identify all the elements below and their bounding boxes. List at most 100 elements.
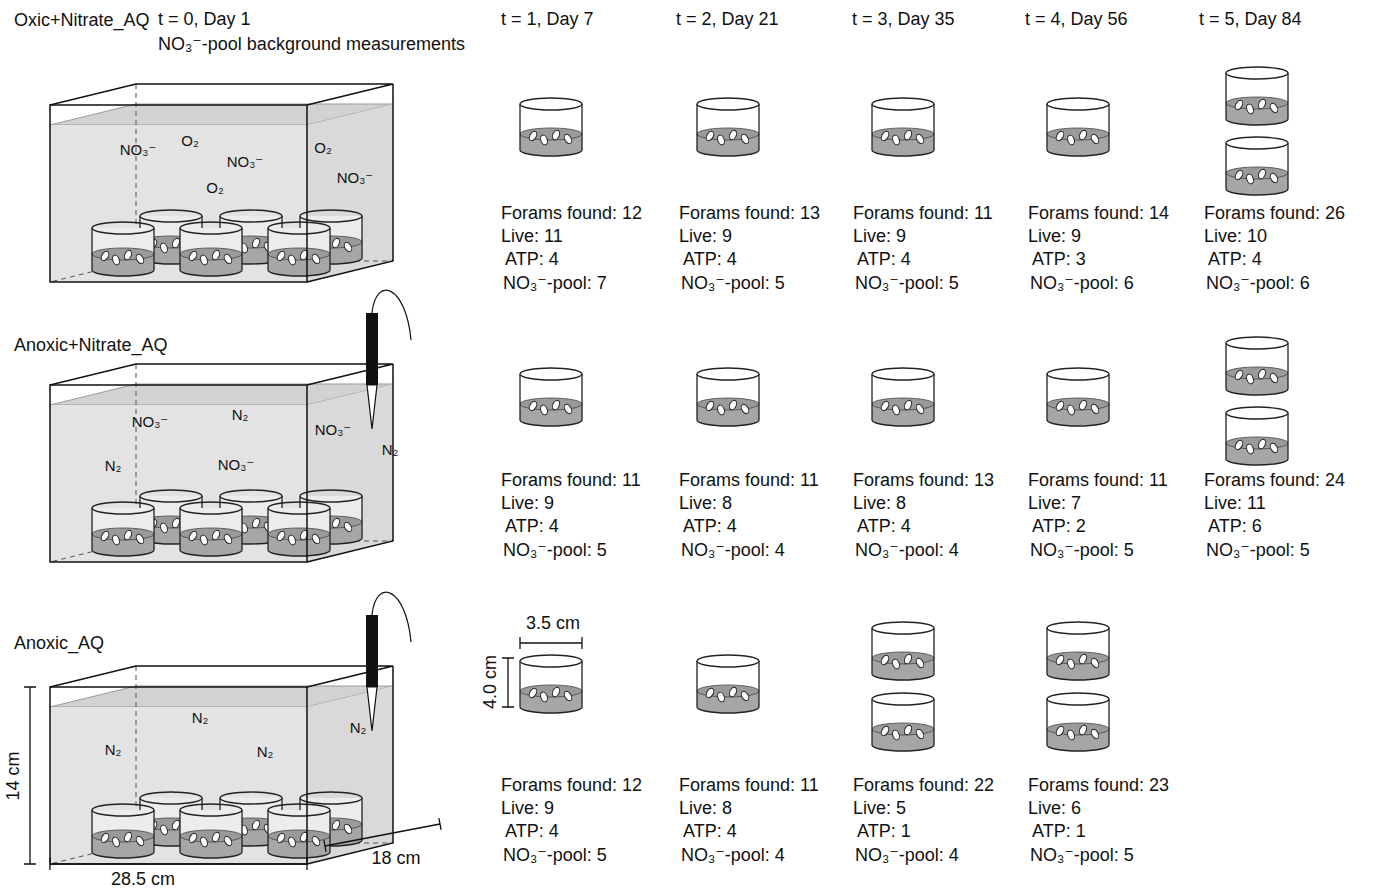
dimension-bars: [24, 637, 582, 870]
count-value: NO₃⁻-pool: 5: [503, 540, 607, 561]
count-value: ATP: 4: [505, 516, 559, 537]
core-beaker: [872, 622, 934, 680]
dissolved-species: N₂: [105, 457, 122, 474]
oxygen-probe: [366, 592, 411, 731]
time-point: t = 5, Day 84: [1199, 9, 1302, 30]
time-point: t = 4, Day 56: [1025, 9, 1128, 30]
dissolved-species: N₂: [382, 441, 399, 458]
count-value: ATP: 3: [1032, 249, 1086, 270]
dissolved-species: N₂: [192, 709, 209, 726]
dimension: 28.5 cm: [111, 869, 175, 888]
count-value: Live: 8: [679, 798, 732, 819]
count-value: Forams found: 12: [501, 775, 642, 796]
core-beaker: [520, 655, 582, 713]
dimension: 3.5 cm: [526, 613, 580, 634]
treatment-name: Anoxic+Nitrate_AQ: [14, 335, 168, 356]
count-value: Live: 9: [501, 493, 554, 514]
count-value: ATP: 4: [1208, 249, 1262, 270]
core-beaker: [872, 368, 934, 426]
count-value: Live: 9: [1028, 226, 1081, 247]
count-value: NO₃⁻-pool: 5: [503, 845, 607, 866]
count-value: NO₃⁻-pool: 6: [1030, 273, 1134, 294]
treatment-name: Anoxic_AQ: [14, 633, 104, 654]
core-beaker: [520, 368, 582, 426]
core-beaker: [1047, 368, 1109, 426]
count-value: ATP: 4: [857, 516, 911, 537]
count-value: Live: 7: [1028, 493, 1081, 514]
count-value: NO₃⁻-pool: 5: [681, 273, 785, 294]
dissolved-species: N₂: [257, 743, 274, 760]
count-value: Forams found: 11: [679, 470, 819, 491]
count-value: ATP: 1: [857, 821, 911, 842]
count-value: ATP: 4: [857, 249, 911, 270]
dimension: 4.0 cm: [480, 655, 501, 709]
dissolved-species: NO₃⁻: [337, 169, 374, 186]
core-beaker: [872, 98, 934, 156]
count-value: Forams found: 11: [501, 470, 641, 491]
aquarium-tank: [50, 84, 393, 282]
count-value: Live: 10: [1204, 226, 1267, 247]
time-point: t = 1, Day 7: [501, 9, 594, 30]
count-value: Forams found: 22: [853, 775, 994, 796]
aquarium-treatment: Anoxic+Nitrate_AQ NO₃⁻ N₂ NO₃⁻ N₂ NO₃⁻ N₂: [0, 330, 430, 620]
time-point: t = 3, Day 35: [852, 9, 955, 30]
count-value: Live: 11: [501, 226, 563, 247]
count-value: Forams found: 12: [501, 203, 642, 224]
count-value: Forams found: 14: [1028, 203, 1169, 224]
core-beaker: [1226, 67, 1288, 125]
dissolved-species: NO₃⁻: [218, 456, 255, 473]
count-value: Live: 8: [853, 493, 906, 514]
core-beaker: [872, 693, 934, 751]
core-beaker: [697, 368, 759, 426]
core-beaker: [180, 804, 242, 858]
count-value: Forams found: 11: [679, 775, 819, 796]
count-value: ATP: 4: [505, 821, 559, 842]
count-value: NO₃⁻-pool: 4: [681, 540, 785, 561]
dissolved-species: NO₃⁻: [132, 413, 169, 430]
count-value: NO₃⁻-pool: 4: [855, 540, 959, 561]
time-point: t = 2, Day 21: [676, 9, 779, 30]
dimension: 18 cm: [371, 848, 420, 869]
count-value: Forams found: 24: [1204, 470, 1345, 491]
count-value: ATP: 4: [683, 516, 737, 537]
core-beaker: [1226, 137, 1288, 195]
core-beaker: [92, 222, 154, 276]
core-beaker: [697, 98, 759, 156]
aquarium-treatment: Anoxic_AQN₂N₂N₂N₂: [0, 628, 430, 878]
dissolved-species: NO₃⁻: [227, 153, 264, 170]
core-beaker: [520, 98, 582, 156]
aquarium-tank: [50, 592, 411, 864]
dissolved-species: NO₃⁻: [315, 421, 352, 438]
treatment-name: Oxic+Nitrate_AQ: [14, 10, 150, 31]
dimension: 14 cm: [3, 751, 24, 800]
count-value: NO₃⁻-pool: 4: [855, 845, 959, 866]
time-point: t = 0, Day 1: [158, 9, 251, 30]
core-beaker: [1226, 337, 1288, 395]
core-beaker: [180, 502, 242, 556]
count-value: NO₃⁻-pool: 5: [1206, 540, 1310, 561]
oxygen-probe: [366, 290, 411, 429]
core-beaker: [180, 222, 242, 276]
count-value: Live: 9: [679, 226, 732, 247]
count-value: ATP: 2: [1032, 516, 1086, 537]
count-value: NO₃⁻-pool: 5: [855, 273, 959, 294]
dissolved-species: O₂: [181, 132, 199, 149]
count-value: Live: 9: [501, 798, 554, 819]
count-value: ATP: 1: [1032, 821, 1086, 842]
note: NO₃⁻-pool background measurements: [158, 34, 465, 55]
count-value: Forams found: 13: [853, 470, 994, 491]
core-beaker: [268, 804, 330, 858]
count-value: Forams found: 23: [1028, 775, 1169, 796]
dissolved-species: N₂: [350, 719, 367, 736]
core-beaker: [92, 502, 154, 556]
count-value: NO₃⁻-pool: 5: [1030, 540, 1134, 561]
count-value: NO₃⁻-pool: 7: [503, 273, 607, 294]
count-value: Live: 8: [679, 493, 732, 514]
dissolved-species: N₂: [232, 406, 249, 423]
count-value: Forams found: 11: [853, 203, 993, 224]
count-value: NO₃⁻-pool: 5: [1030, 845, 1134, 866]
core-beaker: [1047, 98, 1109, 156]
core-beaker: [268, 222, 330, 276]
count-value: NO₃⁻-pool: 6: [1206, 273, 1310, 294]
